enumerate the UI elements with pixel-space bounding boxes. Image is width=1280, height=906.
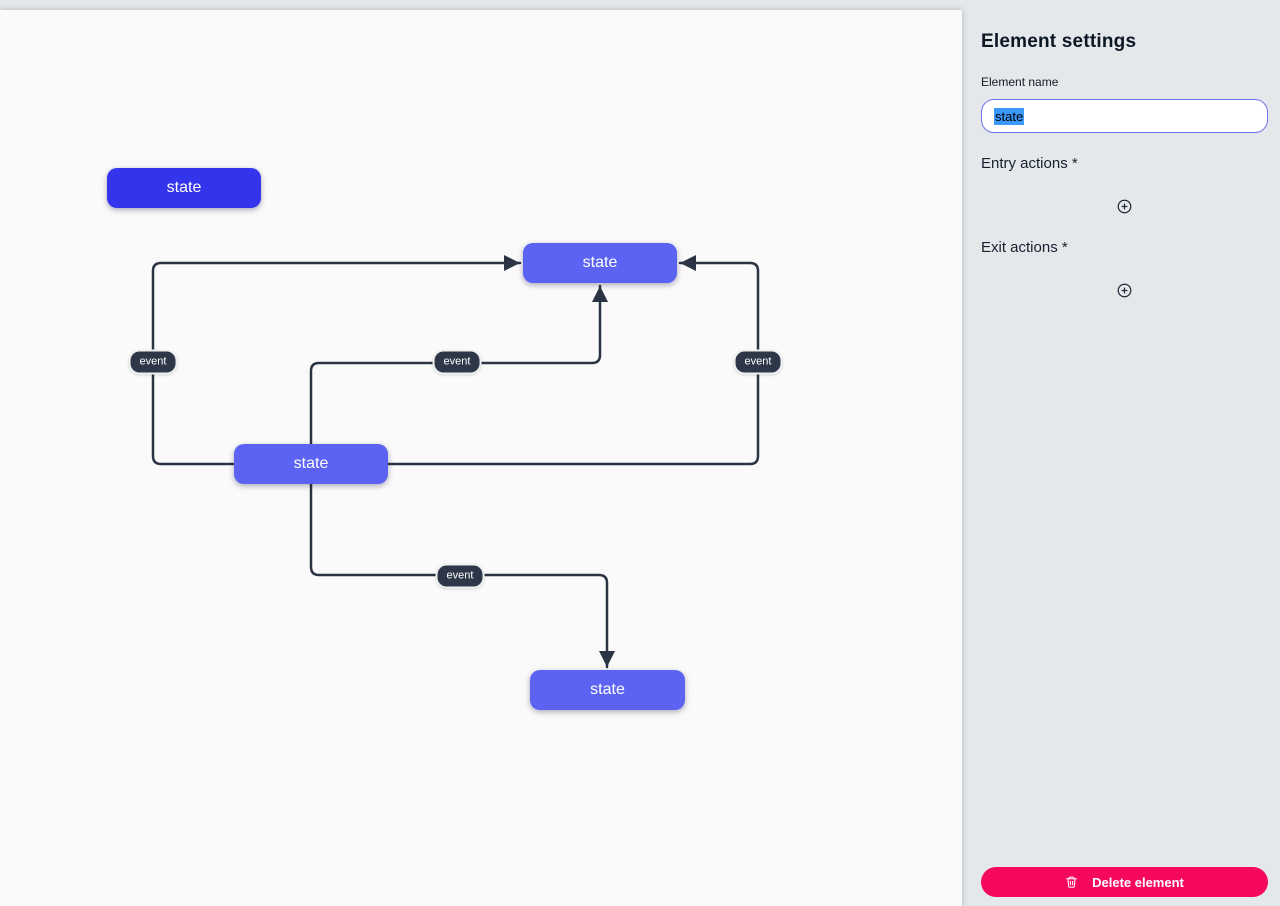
exit-actions-label: Exit actions *: [981, 239, 1068, 256]
event-label[interactable]: event: [435, 563, 485, 589]
trash-icon: [1065, 875, 1078, 889]
edges-layer: [151, 254, 760, 669]
event-label[interactable]: event: [733, 349, 783, 375]
element-name-input[interactable]: state: [981, 99, 1268, 133]
element-settings-panel: Element settings Element name state Entr…: [962, 0, 1280, 906]
panel-spacer: [981, 301, 1268, 867]
event-label[interactable]: event: [128, 349, 178, 375]
element-name-label: Element name: [981, 75, 1059, 89]
plus-circle-icon: [1117, 199, 1132, 214]
state-node-label: state: [590, 681, 625, 698]
entry-actions-label: Entry actions *: [981, 155, 1078, 172]
state-node-3[interactable]: state: [234, 444, 388, 484]
element-name-value: state: [994, 107, 1025, 125]
transition-mid-up-to-top-state[interactable]: [309, 284, 609, 466]
delete-element-button[interactable]: Delete element: [981, 867, 1268, 897]
plus-circle-icon: [1117, 283, 1132, 298]
event-label[interactable]: event: [432, 349, 482, 375]
delete-button-label: Delete element: [1092, 874, 1184, 890]
diagram-canvas[interactable]: state state state state event event event event: [0, 10, 962, 906]
state-node-label: state: [582, 254, 618, 271]
state-node-label: state: [293, 455, 329, 472]
state-node-1-selected[interactable]: state: [107, 168, 261, 208]
panel-title: Element settings: [981, 31, 1137, 52]
add-exit-action-button[interactable]: [1114, 280, 1135, 301]
state-node-2[interactable]: state: [523, 243, 677, 283]
state-node-4[interactable]: state: [530, 670, 685, 710]
state-node-label: state: [166, 179, 202, 196]
add-entry-action-button[interactable]: [1114, 196, 1135, 217]
